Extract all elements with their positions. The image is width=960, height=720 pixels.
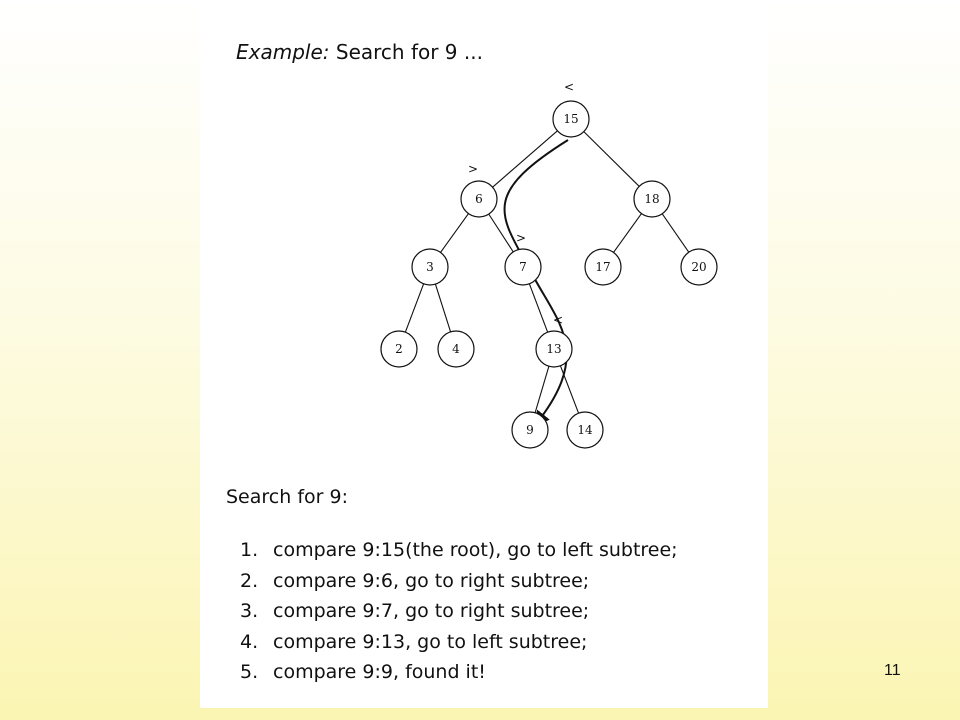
step-number: 5. (240, 661, 259, 683)
tree-node-9: 9 (511, 411, 549, 449)
tree-nodes: 15 6 18 3 7 17 20 2 4 13 9 14 (380, 100, 718, 449)
tree-node-circle (566, 411, 604, 449)
tree-edge-15-6 (492, 130, 558, 188)
tree-node-18: 18 (633, 180, 671, 218)
search-step: 4. compare 9:13, go to left subtree; (240, 627, 678, 658)
tree-node-circle (460, 180, 498, 218)
tree-node-14: 14 (566, 411, 604, 449)
tree-node-circle (680, 248, 718, 286)
example-heading-text: Search for 9 ... (329, 40, 483, 64)
step-text: compare 9:13, go to left subtree; (273, 630, 588, 653)
tree-node-circle (584, 248, 622, 286)
tree-node-label: 14 (577, 423, 593, 437)
tree-node-circle (552, 100, 590, 138)
tree-node-label: 7 (519, 260, 527, 274)
step-number: 3. (240, 600, 259, 622)
comparison-mark-13: < (553, 313, 563, 327)
tree-node-circle (380, 330, 418, 368)
tree-node-6: 6 (460, 180, 498, 218)
tree-edge-3-2 (404, 283, 425, 333)
search-step: 1. compare 9:15(the root), go to left sub… (240, 535, 678, 566)
step-text: compare 9:6, go to right subtree; (273, 569, 590, 592)
tree-edge-6-7 (488, 213, 514, 253)
tree-node-label: 20 (691, 260, 706, 274)
search-step: 2. compare 9:6, go to right subtree; (240, 566, 678, 597)
search-title: Search for 9: (226, 486, 348, 508)
step-text: compare 9:7, go to right subtree; (273, 600, 590, 622)
tree-node-3: 3 (411, 248, 449, 286)
slide-content-panel: Example: Search for 9 ... < > > < 15 6 18 3 7 17… (200, 0, 768, 708)
tree-node-13: 13 (535, 330, 573, 368)
tree-node-2: 2 (380, 330, 418, 368)
example-label: Example: (236, 40, 330, 64)
comparison-mark-6: > (468, 162, 478, 176)
tree-edge-18-17 (613, 213, 642, 253)
tree-node-circle (633, 180, 671, 218)
tree-edge-15-18 (583, 131, 640, 187)
tree-edge-3-4 (434, 283, 452, 333)
tree-node-circle (504, 248, 542, 286)
step-number: 4. (240, 630, 259, 653)
tree-node-4: 4 (437, 330, 475, 368)
tree-node-label: 18 (644, 192, 659, 206)
tree-node-circle (535, 330, 573, 368)
search-step: 5. compare 9:9, found it! (240, 657, 678, 688)
tree-node-circle (437, 330, 475, 368)
tree-node-20: 20 (680, 248, 718, 286)
step-text: compare 9:15(the root), go to left subtr… (273, 539, 678, 561)
example-heading: Example: Search for 9 ... (236, 40, 483, 64)
tree-node-15: 15 (552, 100, 590, 138)
comparison-mark-15: < (564, 80, 574, 94)
comparison-marks: < > > < (468, 80, 574, 327)
tree-node-label: 6 (475, 192, 483, 206)
tree-node-label: 15 (563, 112, 578, 126)
tree-edge-18-20 (661, 213, 690, 253)
tree-node-label: 2 (395, 342, 403, 356)
step-number: 1. (240, 539, 259, 561)
search-step: 3. compare 9:7, go to right subtree; (240, 596, 678, 627)
tree-node-circle (511, 411, 549, 449)
slide-number: 11 (884, 662, 901, 679)
tree-node-label: 4 (452, 342, 460, 356)
tree-edge-6-3 (440, 213, 469, 253)
tree-node-7: 7 (504, 248, 542, 286)
step-text: compare 9:9, found it! (273, 661, 486, 683)
tree-node-label: 17 (595, 260, 610, 274)
tree-node-label: 9 (526, 423, 534, 437)
tree-node-circle (411, 248, 449, 286)
tree-edges (404, 130, 690, 414)
search-steps-list: 1. compare 9:15(the root), go to left sub… (240, 535, 678, 688)
tree-node-label: 3 (426, 260, 434, 274)
tree-node-17: 17 (584, 248, 622, 286)
tree-edge-13-9 (534, 366, 550, 413)
bst-diagram: < > > < 15 6 18 3 7 17 20 2 4 13 9 14 (380, 80, 718, 449)
comparison-mark-7: > (516, 231, 526, 245)
step-number: 2. (240, 569, 259, 592)
tree-edge-7-13 (528, 283, 549, 333)
tree-node-label: 13 (546, 342, 561, 356)
